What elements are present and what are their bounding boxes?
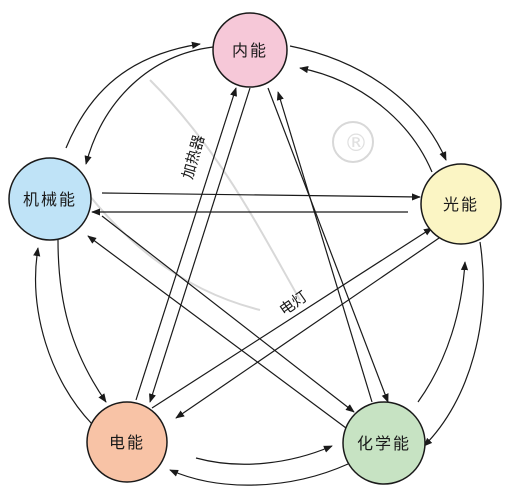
node-mechanical-label: 机械能 bbox=[23, 190, 77, 209]
node-light-label: 光能 bbox=[443, 195, 479, 214]
edge-label-heater: 加热器 bbox=[179, 133, 209, 181]
node-internal-label: 内能 bbox=[232, 41, 268, 60]
arrow-outer-internal-to-mechanical bbox=[84, 46, 214, 165]
arrow-outer-electric-to-mechanical bbox=[33, 247, 93, 425]
edges bbox=[33, 41, 484, 486]
arrow-light-to-electric bbox=[175, 235, 443, 419]
arrow-outer-internal-to-light bbox=[289, 45, 447, 161]
arrow-chemical-to-mechanical bbox=[87, 235, 347, 429]
node-light-circle bbox=[420, 163, 502, 245]
arrow-outer-light-to-chemical bbox=[423, 241, 484, 447]
node-internal-energy: 内能 bbox=[212, 12, 288, 88]
node-light-energy: 光能 bbox=[420, 163, 502, 245]
node-electric-circle bbox=[86, 401, 168, 483]
node-mechanical-energy: 机械能 bbox=[8, 157, 92, 241]
node-mechanical-circle bbox=[8, 157, 92, 241]
arrow-mechanical-to-light bbox=[101, 192, 421, 201]
arrow-outer-electric-to-chemical bbox=[195, 445, 333, 465]
arrow-electric-to-internal bbox=[135, 87, 237, 401]
arrow-internal-to-electric bbox=[149, 87, 251, 403]
watermark-stroke-2 bbox=[69, 169, 261, 311]
node-electric-label: 电能 bbox=[109, 433, 145, 452]
node-electric-energy: 电能 bbox=[86, 401, 168, 483]
arrow-outer-chemical-to-light bbox=[417, 261, 469, 403]
arrow-mechanical-to-chemical bbox=[101, 215, 355, 413]
arrow-internal-to-chemical bbox=[267, 87, 389, 403]
arrow-chemical-to-internal bbox=[276, 91, 373, 403]
arrow-outer-mechanical-to-internal bbox=[65, 41, 201, 149]
watermark-stroke-1 bbox=[149, 79, 301, 301]
arrow-electric-to-light bbox=[151, 227, 433, 409]
node-chemical-energy: 化学能 bbox=[342, 401, 426, 485]
edge-label-lamp: 电灯 bbox=[276, 287, 311, 319]
registered-mark: ® bbox=[344, 129, 368, 157]
arrow-outer-mechanical-to-electric bbox=[57, 239, 107, 403]
node-chemical-label: 化学能 bbox=[357, 434, 411, 453]
arrow-outer-chemical-to-electric bbox=[169, 463, 349, 486]
arrow-outer-light-to-internal bbox=[299, 66, 433, 173]
node-chemical-circle bbox=[342, 401, 426, 485]
node-internal-circle bbox=[212, 12, 288, 88]
watermark-circle bbox=[332, 121, 374, 163]
